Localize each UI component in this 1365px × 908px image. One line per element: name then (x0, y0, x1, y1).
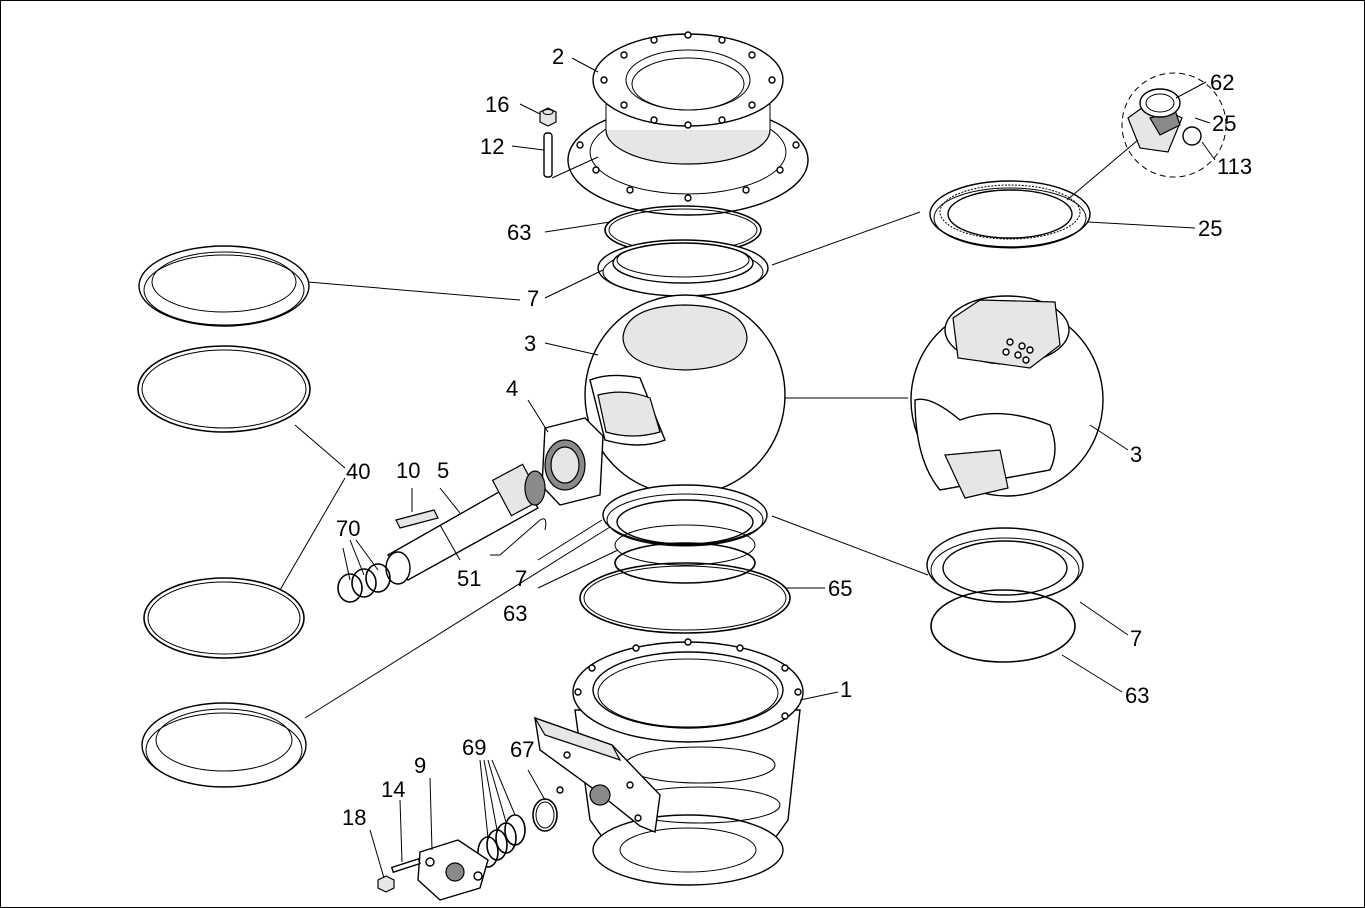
pin-part-51 (499, 518, 547, 556)
gasket-part-40-lower (143, 577, 305, 659)
label-part-7: 7 (1130, 626, 1142, 651)
label-part-63: 63 (507, 220, 531, 245)
label-part-16: 16 (485, 92, 509, 117)
label-part-7: 7 (515, 566, 527, 591)
detail-view-circle (1121, 72, 1227, 178)
label-part-65: 65 (828, 576, 852, 601)
seat-part-7-upper (597, 239, 769, 297)
seat-part-7-lower (602, 484, 768, 566)
seat-part-25 (929, 180, 1091, 249)
label-part-63: 63 (503, 601, 527, 626)
nut-part-18 (377, 875, 395, 893)
seat-part-7-right (926, 527, 1084, 603)
label-part-25: 25 (1212, 111, 1236, 136)
label-part-69: 69 (462, 735, 486, 760)
label-part-63: 63 (1125, 683, 1149, 708)
shaft-part-5 (385, 463, 546, 585)
seat-part-7-left (138, 245, 310, 327)
label-part-1: 1 (840, 677, 852, 702)
label-part-25: 25 (1198, 216, 1222, 241)
label-part-9: 9 (414, 753, 426, 778)
ball-part-3 (584, 294, 786, 496)
label-part-113: 113 (1217, 154, 1252, 179)
label-part-67: 67 (510, 737, 534, 762)
top-flange-part-2 (567, 31, 809, 216)
part-labels: 2 16 12 63 7 3 4 40 10 5 70 51 7 63 65 1… (336, 44, 1252, 830)
label-part-4: 4 (506, 376, 518, 401)
label-part-2: 2 (552, 44, 564, 69)
leader-lines (279, 57, 1216, 879)
stud-part-12 (543, 132, 553, 178)
o-ring-part-67 (532, 798, 558, 832)
label-part-10: 10 (396, 458, 420, 483)
seat-ring-left-lower (141, 702, 307, 788)
key-part-10 (395, 509, 439, 529)
label-part-3: 3 (524, 331, 536, 356)
gasket-part-40-upper (137, 345, 311, 433)
gland-part-9 (417, 839, 489, 901)
label-part-3: 3 (1130, 442, 1142, 467)
label-part-18: 18 (342, 805, 366, 830)
label-part-5: 5 (437, 458, 449, 483)
body-part-1 (533, 638, 804, 886)
label-part-51: 51 (457, 566, 481, 591)
ball-part-3-detail (910, 295, 1104, 499)
label-part-40: 40 (346, 459, 370, 484)
o-ring-part-65 (579, 562, 791, 634)
label-part-62: 62 (1210, 70, 1234, 95)
o-ring-part-63-lower (614, 542, 756, 584)
label-part-14: 14 (381, 777, 405, 802)
o-rings-part-70 (337, 563, 391, 603)
bolt-part-14 (390, 857, 421, 874)
label-part-70: 70 (336, 516, 360, 541)
label-part-12: 12 (480, 134, 504, 159)
nut-part-16 (539, 107, 557, 127)
bearing-part-4 (541, 417, 604, 506)
o-ring-part-63-right (930, 589, 1076, 663)
label-part-7: 7 (527, 286, 539, 311)
